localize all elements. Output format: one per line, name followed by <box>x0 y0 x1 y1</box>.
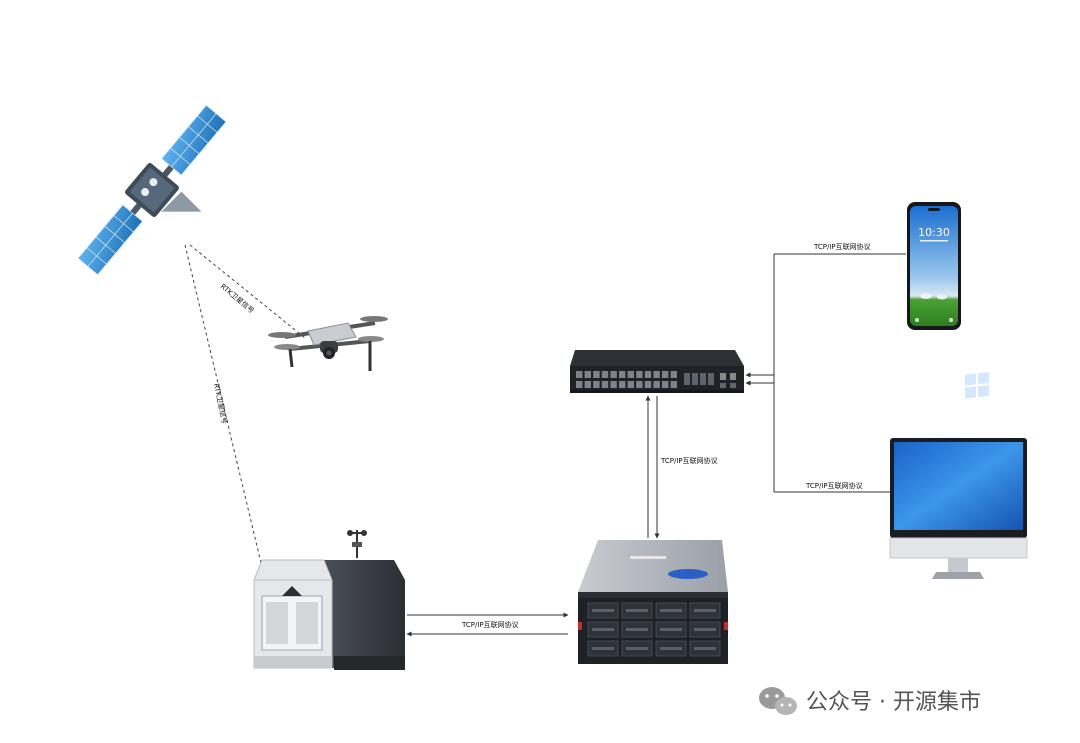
switch-port <box>610 381 617 388</box>
switch-port <box>653 381 660 388</box>
switch-port <box>593 381 600 388</box>
wechat-icon <box>759 687 797 715</box>
label-dock-server: TCP/IP互联网协议 <box>461 620 519 629</box>
label-switch-server: TCP/IP互联网协议 <box>660 456 718 465</box>
switch-port <box>670 381 677 388</box>
desktop-monitor-icon <box>889 372 1028 579</box>
switch-port <box>610 371 617 378</box>
switch-port <box>662 381 669 388</box>
server-drive-latch <box>660 628 682 631</box>
link-satellite-dock <box>184 244 263 568</box>
smartphone-icon: 10:30 <box>907 202 961 330</box>
switch-port <box>584 381 591 388</box>
switch-port <box>653 371 660 378</box>
server-drive-latch <box>626 609 648 612</box>
switch-port <box>644 371 652 378</box>
watermark-text: 公众号 · 开源集市 <box>806 690 981 715</box>
link-satellite-drone <box>189 244 306 339</box>
server-drive-latch <box>660 609 682 612</box>
switch-port <box>670 371 677 378</box>
switch-port <box>619 381 626 388</box>
watermark: 公众号 · 开源集市 <box>759 687 981 715</box>
switch-port <box>636 371 643 378</box>
server-drive-latch <box>592 647 614 650</box>
switch-port <box>644 381 652 388</box>
switch-sfp-port <box>700 373 706 385</box>
switch-sfp-port <box>708 373 714 385</box>
switch-port <box>601 381 609 388</box>
switch-sfp-port <box>684 373 690 385</box>
satellite-icon <box>77 104 227 276</box>
server-drive-latch <box>592 628 614 631</box>
switch-port <box>627 381 634 388</box>
switch-port <box>584 371 591 378</box>
server-drive-latch <box>626 647 648 650</box>
server-icon <box>578 540 728 664</box>
server-drive-latch <box>694 609 716 612</box>
server-drive-latch <box>592 609 614 612</box>
label-satellite-dock: RTK卫星信号 <box>212 383 229 425</box>
connection-lines <box>184 244 906 637</box>
network-switch-icon <box>570 350 744 393</box>
label-switch-pc: TCP/IP互联网协议 <box>805 481 863 490</box>
switch-port <box>593 371 600 378</box>
drone-icon <box>268 316 388 371</box>
switch-port <box>576 371 583 378</box>
switch-port <box>662 371 669 378</box>
switch-port <box>636 381 643 388</box>
switch-port <box>627 371 634 378</box>
server-drive-latch <box>660 647 682 650</box>
label-switch-phone: TCP/IP互联网协议 <box>813 242 871 251</box>
switch-port <box>601 371 609 378</box>
switch-port <box>619 371 626 378</box>
phone-clock: 10:30 <box>918 226 950 239</box>
label-satellite-drone: RTK卫星信号 <box>219 282 256 315</box>
switch-port <box>576 381 583 388</box>
server-drive-latch <box>694 628 716 631</box>
server-drive-latch <box>694 647 716 650</box>
server-drive-latch <box>626 628 648 631</box>
drone-dock-icon <box>253 530 405 670</box>
switch-sfp-port <box>692 373 698 385</box>
